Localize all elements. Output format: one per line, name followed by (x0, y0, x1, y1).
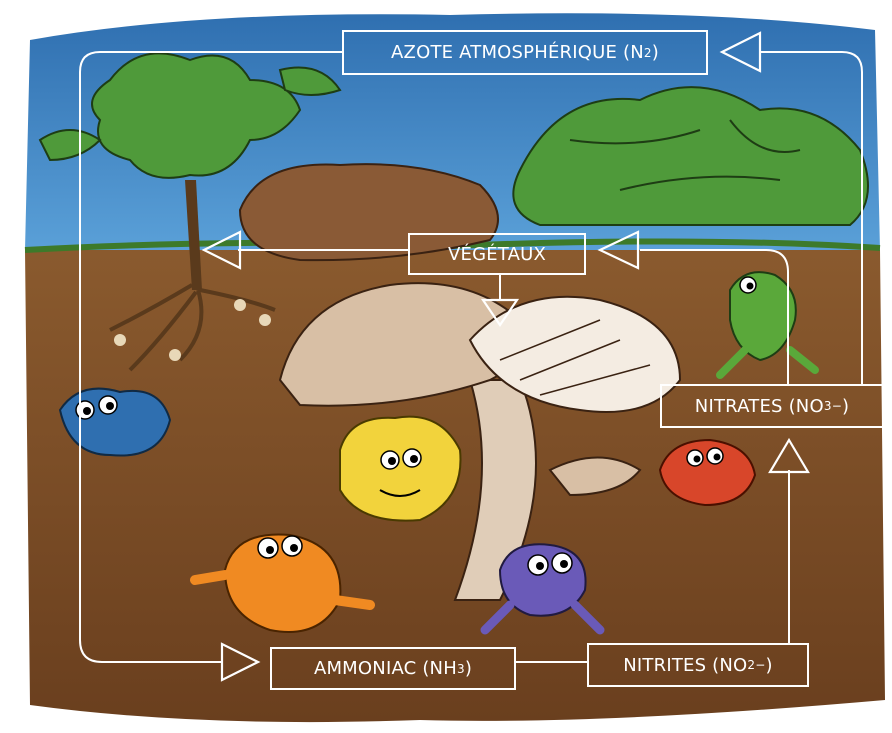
node-ammonia-subscript: 3 (457, 662, 465, 676)
node-nitrates-end: ) (842, 396, 849, 417)
node-nitrates-subscript: 3 (824, 399, 832, 413)
node-nitrates-text: NITRATES (NO (695, 396, 824, 417)
node-nitrates-charge: − (832, 399, 842, 413)
red-crab-character (660, 440, 755, 505)
node-nitrites-subscript: 2 (747, 658, 755, 672)
node-nitrites-charge: − (755, 658, 765, 672)
node-atmospheric-nitrogen-subscript: 2 (644, 46, 652, 60)
node-plants-text: VÉGÉTAUX (448, 244, 546, 265)
yellow-blob-character (340, 417, 461, 521)
node-plants: VÉGÉTAUX (408, 233, 586, 275)
node-atmospheric-nitrogen-end: ) (652, 42, 659, 63)
node-atmospheric-nitrogen-text: AZOTE ATMOSPHÉRIQUE (N (391, 42, 644, 63)
node-ammonia-end: ) (465, 658, 472, 679)
node-ammonia-text: AMMONIAC (NH (314, 658, 457, 679)
node-nitrites-end: ) (766, 655, 773, 676)
node-nitrites-text: NITRITES (NO (623, 655, 747, 676)
